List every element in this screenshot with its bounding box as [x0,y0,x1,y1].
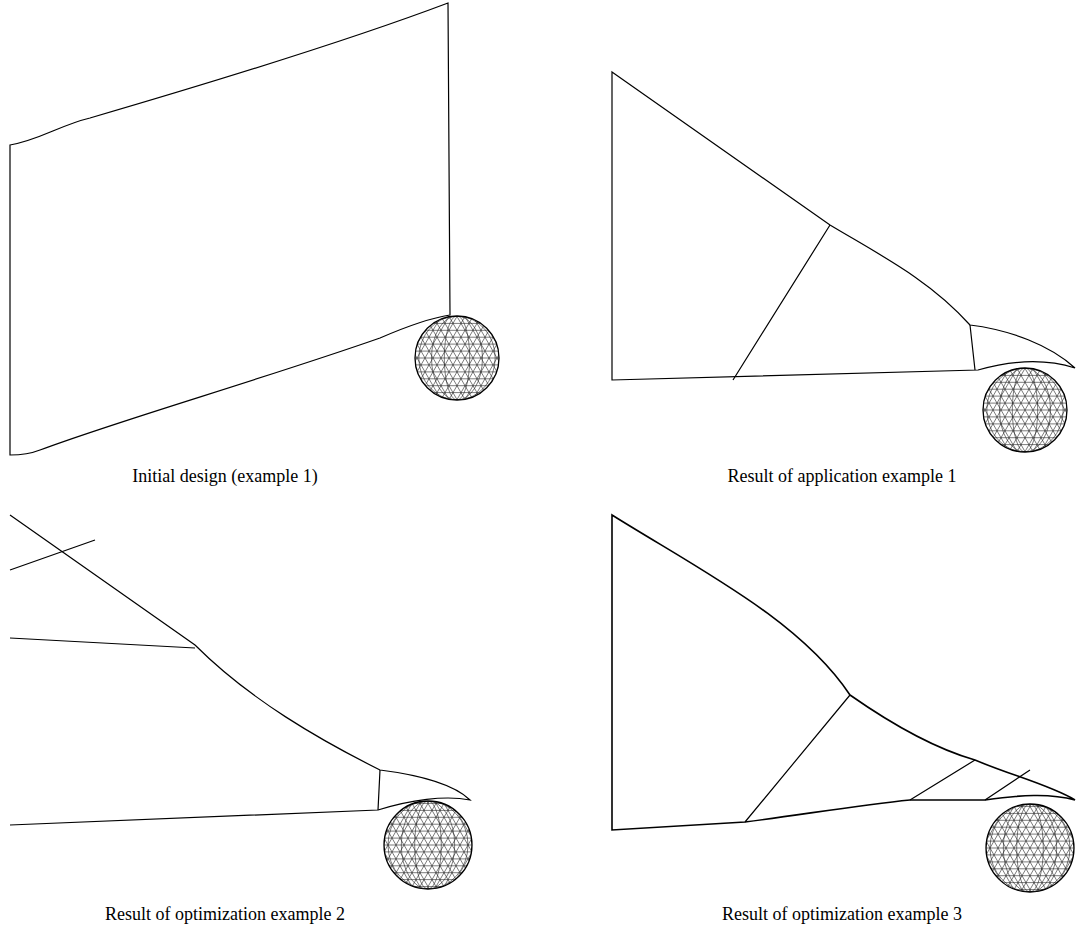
initial-wing-outline [10,3,450,455]
wing-outline-ex2 [10,515,470,825]
wing-outline-ex3 [612,515,1075,830]
figure-caption: Result of optimization example 2 [103,904,347,925]
wing-outline-ex1 [612,72,1075,380]
spar-ex2 [10,540,380,810]
figure-caption: Result of optimization example 3 [720,904,964,925]
figure-caption: Result of application example 1 [726,466,959,487]
meshed-sphere [295,271,620,446]
figure-caption: Initial design (example 1) [130,466,319,487]
spar-ex1 [733,225,975,380]
spar-ex3 [745,695,1030,822]
